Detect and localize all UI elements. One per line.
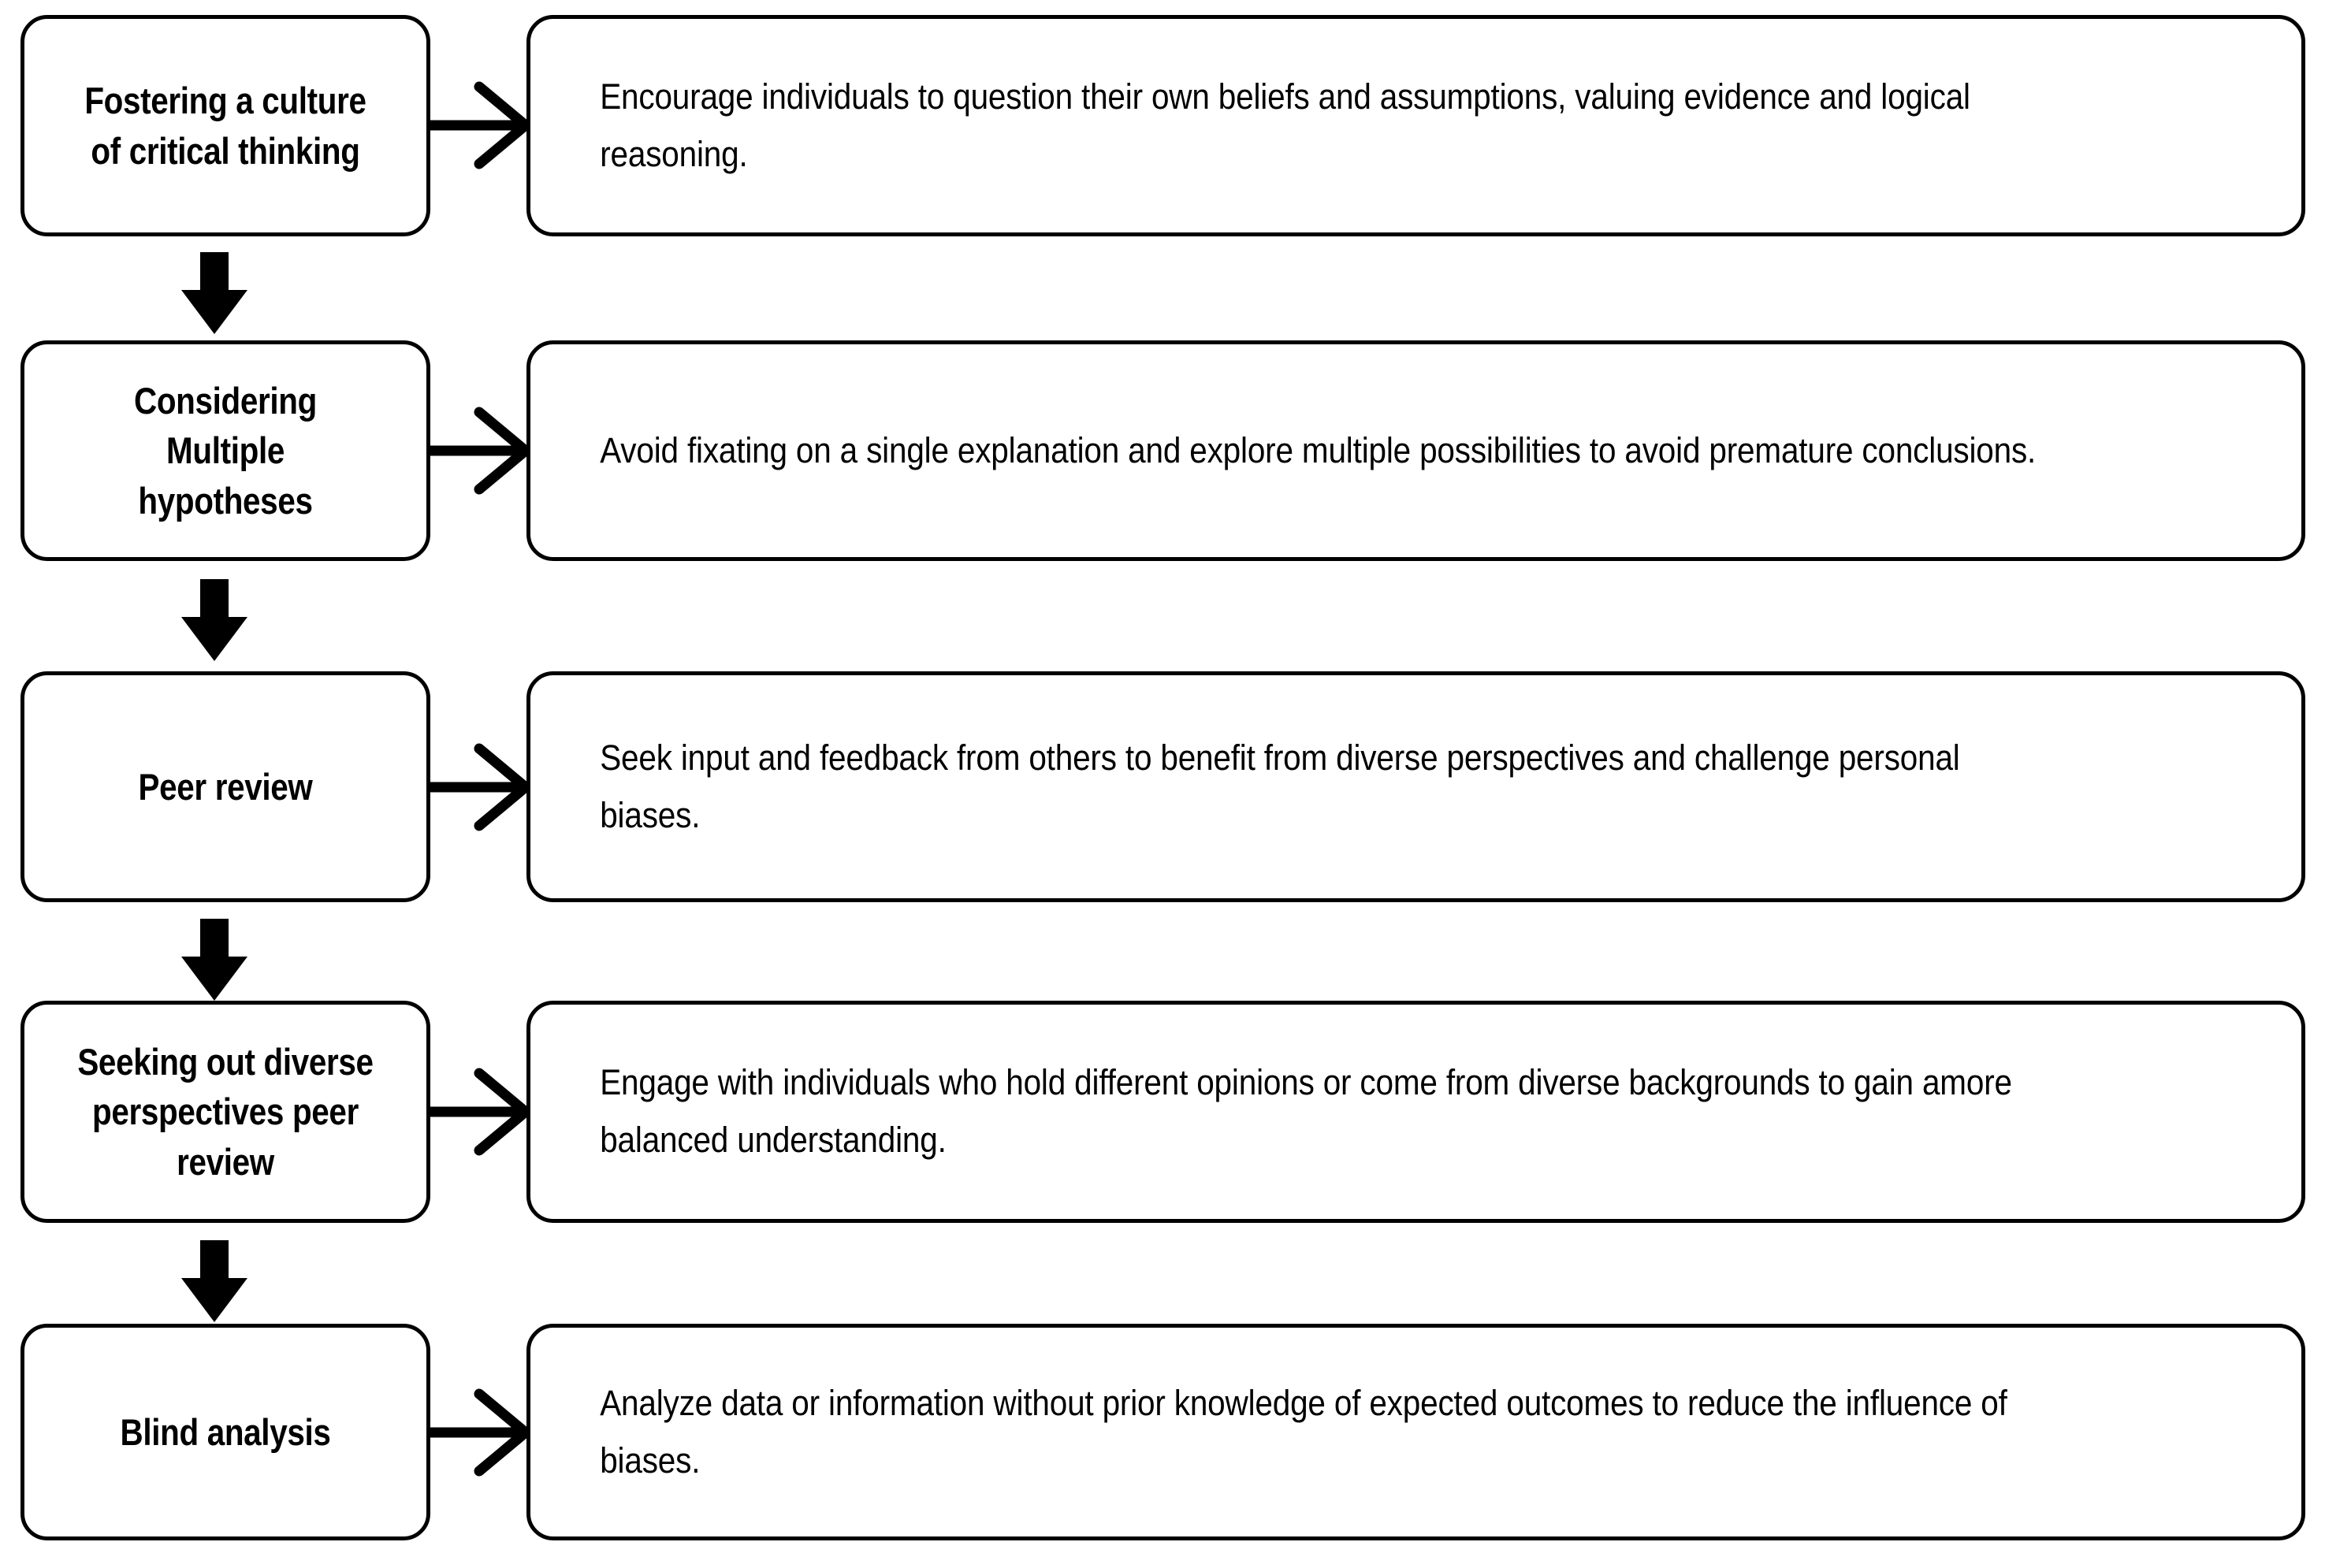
- flow-row-2: Considering Multiple hypotheses Avoid fi…: [0, 340, 2325, 561]
- flow-row-5: Blind analysis Analyze data or informati…: [0, 1324, 2325, 1540]
- description-text-4: Engage with individuals who hold differe…: [600, 1062, 2012, 1160]
- step-title-3: Peer review: [138, 765, 313, 808]
- description-box-2[interactable]: Avoid fixating on a single explanation a…: [526, 340, 2305, 561]
- step-box-2[interactable]: Considering Multiple hypotheses: [20, 340, 430, 561]
- description-text-2: Avoid fixating on a single explanation a…: [600, 429, 2037, 470]
- description-text-1: Encourage individuals to question their …: [600, 76, 1970, 174]
- flow-row-3: Peer review Seek input and feedback from…: [0, 671, 2325, 902]
- arrow-down-icon-2: [177, 579, 252, 661]
- arrow-down-icon-3: [177, 919, 252, 1001]
- description-box-3[interactable]: Seek input and feedback from others to b…: [526, 671, 2305, 902]
- description-box-5[interactable]: Analyze data or information without prio…: [526, 1324, 2305, 1540]
- description-text-5: Analyze data or information without prio…: [600, 1382, 2007, 1481]
- step-box-3[interactable]: Peer review: [20, 671, 430, 902]
- arrow-down-icon-1: [177, 252, 252, 334]
- step-box-1[interactable]: Fostering a culture of critical thinking: [20, 15, 430, 236]
- step-title-4: Seeking out diverse perspectives peer re…: [77, 1040, 374, 1183]
- step-title-1: Fostering a culture of critical thinking: [84, 80, 366, 172]
- step-box-5[interactable]: Blind analysis: [20, 1324, 430, 1540]
- flow-row-4: Seeking out diverse perspectives peer re…: [0, 1001, 2325, 1223]
- step-title-2: Considering Multiple hypotheses: [133, 379, 318, 522]
- flow-row-1: Fostering a culture of critical thinking…: [0, 15, 2325, 236]
- description-text-3: Seek input and feedback from others to b…: [600, 737, 1960, 835]
- step-title-5: Blind analysis: [120, 1410, 331, 1453]
- step-box-4[interactable]: Seeking out diverse perspectives peer re…: [20, 1001, 430, 1223]
- description-box-1[interactable]: Encourage individuals to question their …: [526, 15, 2305, 236]
- description-box-4[interactable]: Engage with individuals who hold differe…: [526, 1001, 2305, 1223]
- arrow-down-icon-4: [177, 1240, 252, 1322]
